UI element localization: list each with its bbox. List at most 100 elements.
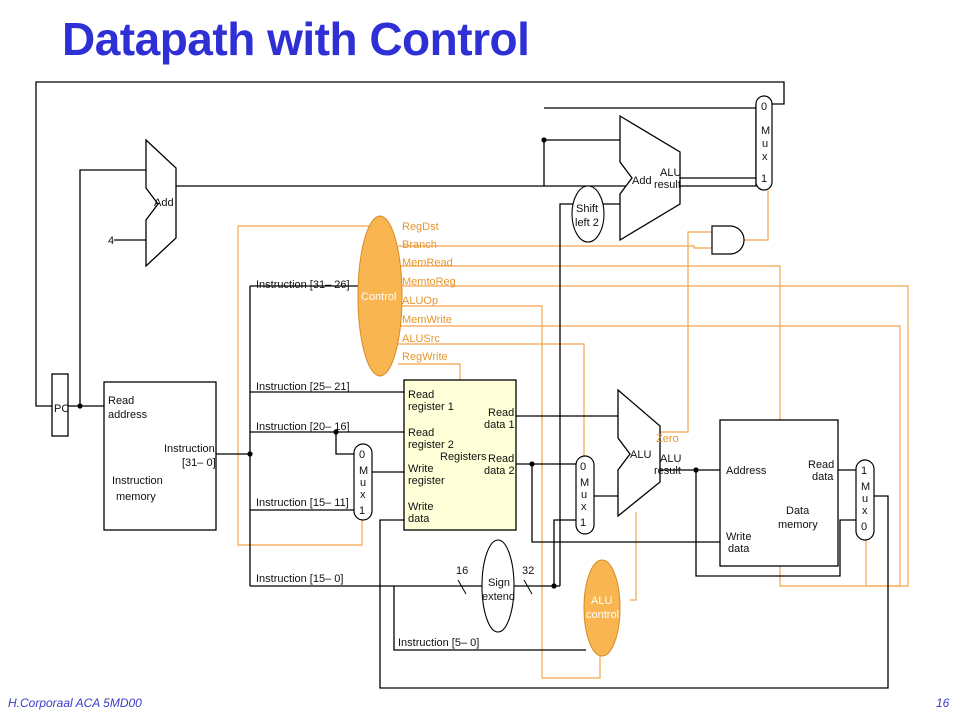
svg-text:32: 32 (522, 565, 534, 577)
svg-text:1: 1 (761, 173, 767, 185)
pc-adder-label: Add (154, 197, 174, 209)
svg-text:Zero: Zero (656, 433, 679, 445)
svg-text:Instruction: Instruction (112, 475, 163, 487)
instruction-memory (103, 381, 217, 531)
branch-and-gate (711, 225, 745, 255)
aluop-line (398, 305, 601, 679)
svg-text:data 2: data 2 (484, 465, 515, 477)
footer-page-number: 16 (936, 696, 950, 710)
svg-text:0: 0 (580, 461, 586, 473)
svg-text:Read: Read (408, 389, 434, 401)
svg-text:M: M (861, 481, 870, 493)
svg-text:u: u (762, 138, 768, 150)
svg-text:0: 0 (761, 101, 767, 113)
svg-text:M: M (761, 125, 770, 137)
field-25-21: Instruction [25– 21] (256, 381, 350, 393)
svg-text:left 2: left 2 (575, 217, 599, 229)
svg-text:16: 16 (456, 565, 468, 577)
memwrite-line (398, 325, 901, 587)
signal-alusrc: ALUSrc (402, 333, 440, 345)
signal-memread: MemRead (402, 257, 453, 269)
svg-text:1: 1 (359, 505, 365, 517)
svg-text:Shift: Shift (576, 203, 598, 215)
instruction-field-labels: Instruction [31– 26] Instruction [25– 21… (256, 279, 479, 649)
memtoreg-line (398, 285, 909, 587)
sign-extend (481, 539, 515, 633)
memtoreg-mux (855, 459, 875, 541)
pc-mux (755, 95, 773, 191)
svg-text:0: 0 (861, 521, 867, 533)
svg-text:data: data (812, 471, 834, 483)
svg-text:Registers: Registers (440, 451, 487, 463)
svg-text:Address: Address (726, 465, 767, 477)
svg-text:result: result (654, 179, 681, 191)
svg-text:Read: Read (488, 407, 514, 419)
pc-mux-labels: 0 M u x 1 (761, 101, 770, 185)
svg-text:data: data (408, 513, 430, 525)
signal-regwrite: RegWrite (402, 351, 448, 363)
svg-text:x: x (581, 501, 587, 513)
pc-label: PC (54, 403, 69, 415)
signal-memwrite: MemWrite (402, 314, 452, 326)
signal-regdst: RegDst (402, 221, 439, 233)
footer-author: H.Corporaal ACA 5MD00 (8, 696, 142, 710)
branch-line (398, 245, 712, 249)
svg-text:register: register (408, 475, 445, 487)
svg-text:memory: memory (778, 519, 818, 531)
register-file (403, 379, 517, 531)
const-four-label: 4 (108, 235, 114, 247)
svg-text:register 2: register 2 (408, 439, 454, 451)
data-memory (719, 419, 839, 567)
field-15-0: Instruction [15– 0] (256, 573, 343, 585)
field-15-11: Instruction [15– 11] (256, 497, 349, 509)
svg-text:extend: extend (482, 591, 515, 603)
svg-text:[31– 0]: [31– 0] (182, 457, 216, 469)
junction-dots (77, 137, 699, 589)
svg-text:Read: Read (108, 395, 134, 407)
svg-text:ALU: ALU (630, 449, 651, 461)
svg-text:u: u (581, 489, 587, 501)
svg-text:ALU: ALU (591, 595, 612, 607)
pc-register (51, 373, 69, 437)
svg-text:0: 0 (359, 449, 365, 461)
svg-text:Write: Write (726, 531, 751, 543)
svg-text:Read: Read (488, 453, 514, 465)
svg-text:1: 1 (861, 465, 867, 477)
svg-text:x: x (862, 505, 868, 517)
svg-text:M: M (359, 465, 368, 477)
signal-branch: Branch (402, 239, 437, 251)
and-to-mux-line (744, 190, 769, 241)
page-title: Datapath with Control (62, 13, 530, 65)
svg-text:ALU: ALU (660, 167, 681, 179)
alu-control-out-line (630, 512, 637, 601)
svg-text:x: x (762, 151, 768, 163)
svg-text:1: 1 (580, 517, 586, 529)
svg-text:Add: Add (632, 175, 652, 187)
svg-text:address: address (108, 409, 148, 421)
regdst-mux (353, 443, 373, 521)
svg-text:result: result (654, 465, 681, 477)
svg-text:Read: Read (408, 427, 434, 439)
signal-memtoreg: MemtoReg (402, 276, 456, 288)
svg-text:memory: memory (116, 491, 156, 503)
svg-text:data: data (728, 543, 750, 555)
regwrite-line (398, 363, 461, 380)
svg-text:Read: Read (808, 459, 834, 471)
pc-to-add-wire (79, 169, 146, 406)
alusrc-line (398, 343, 585, 456)
svg-text:x: x (360, 489, 366, 501)
main-alu (617, 388, 661, 518)
svg-text:Instruction: Instruction (164, 443, 215, 455)
svg-text:M: M (580, 477, 589, 489)
svg-text:Write: Write (408, 501, 433, 513)
field-31-26: Instruction [31– 26] (256, 279, 350, 291)
svg-text:data 1: data 1 (484, 419, 515, 431)
field-20-16: Instruction [20– 16] (256, 421, 350, 433)
svg-text:control: control (586, 609, 619, 621)
pc-adder (145, 138, 177, 268)
svg-text:u: u (360, 477, 366, 489)
pc-mux-feedback-wire (35, 81, 785, 407)
svg-text:ALU: ALU (660, 453, 681, 465)
zero-line (660, 231, 712, 433)
